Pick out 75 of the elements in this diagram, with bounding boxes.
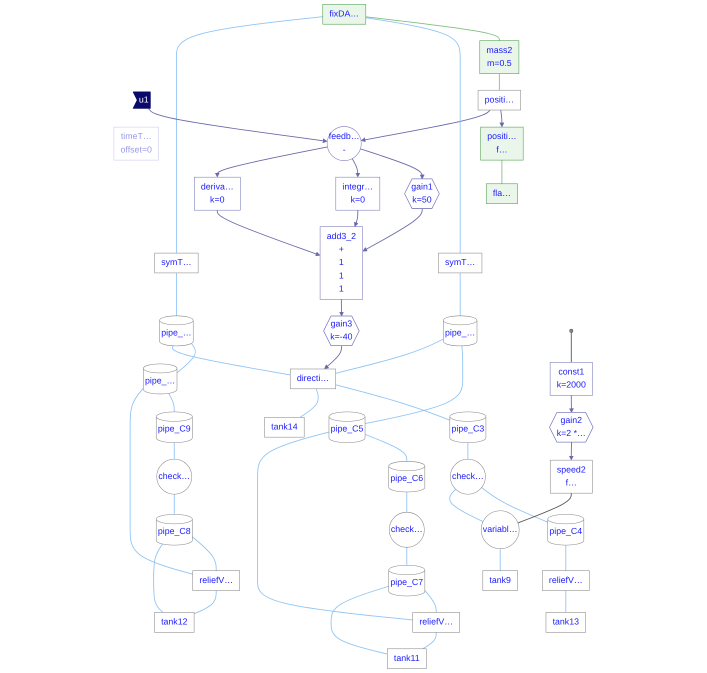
- connector: [481, 487, 548, 523]
- connector: [330, 586, 390, 654]
- connector: [406, 546, 408, 566]
- node-circle: check…: [388, 512, 425, 548]
- connector: [365, 17, 461, 254]
- arrow: [499, 110, 504, 128]
- connector: [449, 488, 484, 522]
- node-box: positi…: [478, 90, 521, 110]
- connector: [406, 492, 408, 513]
- connector: [335, 338, 444, 374]
- node-circle: check…: [156, 458, 192, 494]
- node-box: deriva… k=0: [194, 176, 241, 210]
- connector: [174, 494, 175, 515]
- connector: [168, 392, 175, 412]
- node-box: timeT… offset=0: [114, 126, 159, 160]
- node-box: add3_2 + 1 1 1: [320, 226, 363, 300]
- node-box: tank11: [387, 648, 427, 669]
- connector: [364, 434, 408, 462]
- node-circle: [569, 328, 574, 333]
- node-circle: variabl…: [480, 510, 520, 550]
- arrow: [568, 442, 574, 460]
- connector: [176, 16, 324, 254]
- arrow: [360, 110, 490, 142]
- node-box: mass2 m=0.5: [480, 40, 520, 74]
- connector: [192, 536, 217, 572]
- connector: [153, 544, 164, 613]
- node-box: positi… f…: [480, 126, 524, 160]
- node-box: reliefV…: [192, 570, 240, 591]
- connector: [176, 343, 196, 374]
- arrow: [324, 346, 342, 370]
- node-box: tank14: [264, 417, 304, 438]
- node-box: fla…: [486, 184, 518, 204]
- node-box: symT…: [154, 252, 198, 274]
- node-circle: check…: [450, 458, 486, 494]
- connector: [364, 345, 464, 424]
- arrow: [148, 108, 328, 144]
- node-box: integr… k=0: [336, 176, 380, 210]
- node-box: directi…: [290, 368, 336, 390]
- connector: [172, 345, 291, 376]
- node-box: const1 k=2000: [550, 362, 593, 396]
- connector: [565, 544, 566, 572]
- arrow: [339, 298, 344, 316]
- connector: [467, 442, 468, 460]
- node-box: tank13: [546, 612, 586, 633]
- node-circle: feedb… -: [326, 126, 362, 161]
- connector: [365, 16, 500, 42]
- connector: [257, 432, 414, 620]
- connector: [498, 73, 500, 91]
- connector: [500, 548, 501, 572]
- node-box: fixDA…: [322, 4, 366, 24]
- connector: [176, 272, 177, 316]
- arrow: [216, 210, 320, 256]
- connector: [570, 332, 572, 363]
- node-box: reliefV…: [412, 612, 460, 633]
- arrow: [360, 148, 425, 180]
- connector: [565, 590, 566, 613]
- connector: [518, 492, 572, 524]
- connector: [424, 590, 437, 613]
- node-box: symT…: [438, 252, 482, 274]
- connector: [194, 590, 217, 614]
- connector: [335, 384, 450, 421]
- connector: [174, 442, 175, 460]
- node-box: tank9: [482, 570, 518, 591]
- connector: [501, 160, 502, 184]
- arrow: [354, 210, 359, 227]
- arrow: [569, 394, 574, 413]
- node-box: speed2 f…: [550, 460, 593, 494]
- arrow: [352, 158, 360, 178]
- connector: [422, 632, 437, 650]
- node-box: tank12: [154, 612, 194, 633]
- connector: [299, 388, 319, 418]
- arrow: [214, 146, 328, 178]
- connector: [460, 272, 461, 316]
- arrow: [362, 208, 423, 252]
- node-box: reliefV…: [542, 570, 590, 591]
